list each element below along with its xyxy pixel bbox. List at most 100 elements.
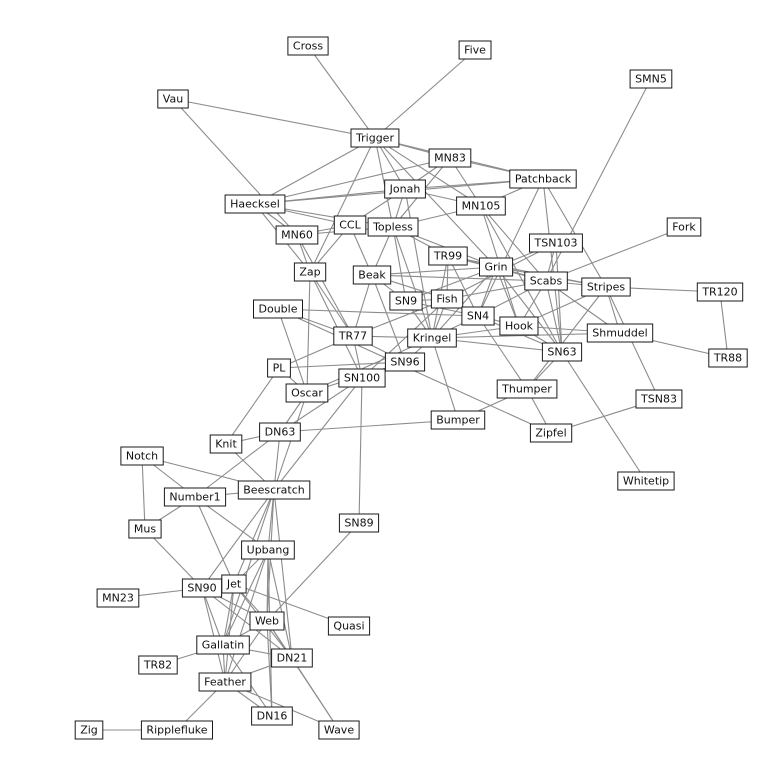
node-double: Double <box>253 299 303 319</box>
node-box <box>352 265 392 285</box>
node-haecksel: Haecksel <box>224 194 286 214</box>
node-box <box>524 271 568 291</box>
node-mn83: MN83 <box>428 148 472 168</box>
node-grin: Grin <box>479 257 514 277</box>
node-label: MN60 <box>281 229 313 242</box>
node-label: PL <box>273 362 287 375</box>
node-box <box>237 480 311 500</box>
node-box <box>287 36 329 56</box>
node-box <box>428 148 472 168</box>
node-number1: Number1 <box>163 487 227 507</box>
node-label: Oscar <box>291 387 323 400</box>
node-box <box>251 706 293 726</box>
node-dn63: DN63 <box>259 422 301 442</box>
node-label: Whitetip <box>623 475 669 488</box>
node-box <box>196 635 250 655</box>
node-label: TR77 <box>338 330 367 343</box>
node-sn63: SN63 <box>541 342 583 362</box>
node-label: TR99 <box>433 250 462 263</box>
node-label: Mus <box>134 523 156 536</box>
node-label: CCL <box>339 219 361 232</box>
edge-beak-tr77 <box>352 274 373 337</box>
edge-grin-beak <box>371 266 497 276</box>
node-box <box>198 672 252 692</box>
node-stripes: Stripes <box>581 277 631 297</box>
node-feather: Feather <box>198 672 252 692</box>
node-label: Jet <box>226 578 242 591</box>
node-label: TR120 <box>701 286 737 299</box>
edge-mn105-scabs <box>480 205 547 282</box>
node-box <box>586 323 654 343</box>
node-fish: Fish <box>430 289 464 309</box>
node-label: Patchback <box>515 173 572 186</box>
edge-trigger-grin <box>374 137 497 268</box>
edge-trigger-haecksel <box>254 137 376 205</box>
edge-sn100-sn89 <box>358 377 363 524</box>
node-label: Number1 <box>169 491 220 504</box>
node-tsn103: TSN103 <box>529 233 583 253</box>
node-beak: Beak <box>352 265 392 285</box>
node-label: Kringel <box>413 332 452 345</box>
node-label: Upbang <box>247 544 290 557</box>
node-wave: Wave <box>318 720 360 740</box>
node-notch: Notch <box>120 446 164 466</box>
edge-beescratch-dn21 <box>273 489 293 659</box>
node-label: Five <box>464 44 486 57</box>
edge-dn63-beescratch <box>273 431 281 491</box>
node-upbang: Upbang <box>241 540 295 560</box>
node-box <box>629 69 673 89</box>
node-box <box>367 217 419 237</box>
edge-jonah-kringel <box>404 188 433 339</box>
node-thumper: Thumper <box>496 379 558 399</box>
node-label: Topless <box>372 221 413 234</box>
node-fork: Fork <box>666 217 702 237</box>
edge-pl-sn96 <box>278 361 406 369</box>
node-box <box>496 379 558 399</box>
edge-zap-sn100 <box>309 271 363 379</box>
node-label: Zipfel <box>535 427 566 440</box>
edge-cross-trigger <box>307 45 376 139</box>
node-box <box>275 225 319 245</box>
edge-tr99-sn4 <box>447 255 479 317</box>
node-label: Shmuddel <box>592 327 647 340</box>
node-tr88: TR88 <box>708 348 748 368</box>
edge-web-dn16 <box>266 620 273 717</box>
edge-bumper-dn63 <box>279 419 459 433</box>
node-label: Cross <box>293 40 323 53</box>
node-quasi: Quasi <box>327 616 371 636</box>
edge-number1-jet <box>194 496 235 585</box>
node-label: Zig <box>80 724 98 737</box>
edge-sn90-feather <box>201 587 226 683</box>
node-box <box>74 720 104 740</box>
edge-stripes-tsn83 <box>605 286 660 400</box>
node-mn23: MN23 <box>96 588 140 608</box>
node-label: Fish <box>436 293 457 306</box>
node-jonah: Jonah <box>384 179 426 199</box>
edge-topless-sn9 <box>392 226 407 302</box>
node-mn105: MN105 <box>456 196 506 216</box>
node-mn60: MN60 <box>275 225 319 245</box>
node-gallatin: Gallatin <box>196 635 250 655</box>
node-box <box>389 291 423 311</box>
node-zipfel: Zipfel <box>529 423 573 443</box>
edge-patchback-stripes <box>542 178 607 288</box>
node-label: Web <box>255 615 279 628</box>
node-patchback: Patchback <box>509 169 577 189</box>
node-box <box>267 358 291 378</box>
edge-topless-kringel <box>392 226 433 339</box>
edge-dn21-wave <box>291 657 340 731</box>
edge-dn63-number1 <box>194 431 281 498</box>
node-bumper: Bumper <box>430 410 486 430</box>
edge-trigger-mn105 <box>374 137 482 207</box>
node-label: Double <box>259 303 298 316</box>
node-zap: Zap <box>293 262 327 282</box>
node-sn4: SN4 <box>461 306 495 326</box>
node-label: DN63 <box>265 426 296 439</box>
node-mus: Mus <box>128 519 162 539</box>
node-box <box>541 342 583 362</box>
node-box <box>617 471 675 491</box>
node-web: Web <box>249 611 285 631</box>
node-zig: Zig <box>74 720 104 740</box>
node-box <box>140 720 213 740</box>
